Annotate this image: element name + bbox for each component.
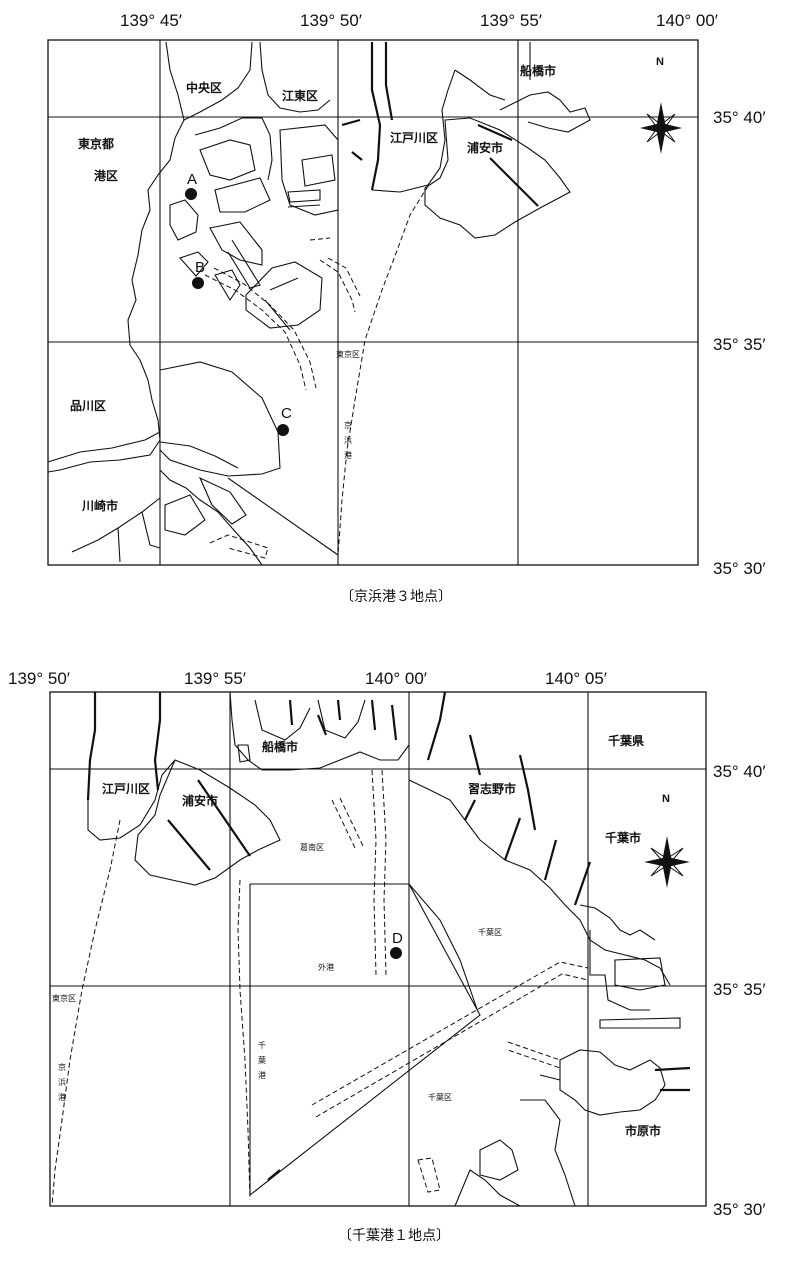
caption-chiba: 〔千葉港１地点〕 xyxy=(338,1228,450,1244)
keihin-label-kei: 京 xyxy=(58,1062,66,1072)
port-label-hin: 浜 xyxy=(344,435,352,445)
zone-chiba-2: 千葉区 xyxy=(428,1092,452,1102)
zone-tokyo: 東京区 xyxy=(336,349,360,359)
zone-outer-harbor: 外港 xyxy=(318,962,334,972)
port-label-kou: 港 xyxy=(344,450,352,460)
map-frame xyxy=(49,691,707,1207)
lat-label-2: 35° 35′ xyxy=(713,335,766,354)
sampling-point-a xyxy=(185,188,197,200)
sampling-point-d xyxy=(390,947,402,959)
north-arrow-icon: N xyxy=(644,793,690,888)
place-edogawa: 江戸川区 xyxy=(390,130,438,145)
keihin-label-hin: 浜 xyxy=(58,1077,66,1087)
point-label-a: A xyxy=(187,171,197,188)
port-label-kei: 京 xyxy=(344,420,352,430)
place-urayasu: 浦安市 xyxy=(182,793,218,808)
svg-text:N: N xyxy=(662,793,670,805)
coastline xyxy=(47,41,591,566)
chiba-port-label-ba: 葉 xyxy=(258,1055,266,1065)
place-ichihara: 市原市 xyxy=(625,1123,661,1138)
lat-label-3: 35° 30′ xyxy=(713,1200,766,1219)
map-frame xyxy=(47,39,699,566)
keihin-map: 139° 45′ 139° 50′ 139° 55′ 140° 00′ 35° … xyxy=(47,11,766,605)
place-chiba-city: 千葉市 xyxy=(605,830,641,845)
chiba-port-label-kou: 港 xyxy=(258,1070,266,1080)
keihin-label-kou: 港 xyxy=(58,1092,66,1102)
lat-label-1: 35° 40′ xyxy=(713,108,766,127)
point-label-c: C xyxy=(281,405,292,422)
lon-label-4: 140° 00′ xyxy=(656,11,718,30)
place-urayasu: 浦安市 xyxy=(467,140,503,155)
place-chiba-pref: 千葉県 xyxy=(608,733,644,748)
lon-label-1: 139° 45′ xyxy=(120,11,182,30)
zone-katsunan: 葛南区 xyxy=(300,842,324,852)
lon-label-1: 139° 50′ xyxy=(8,669,70,688)
harbour-limits xyxy=(204,185,429,559)
lon-label-3: 139° 55′ xyxy=(480,11,542,30)
svg-text:N: N xyxy=(656,56,664,68)
place-koto: 江東区 xyxy=(282,88,318,103)
zone-boundaries xyxy=(51,769,589,1207)
lon-label-2: 139° 55′ xyxy=(184,669,246,688)
chiba-map: 139° 50′ 139° 55′ 140° 00′ 140° 05′ 35° … xyxy=(8,669,766,1244)
caption-keihin: 〔京浜港３地点〕 xyxy=(340,589,452,605)
coastline xyxy=(86,691,691,1207)
zone-tokyo: 東京区 xyxy=(52,993,76,1003)
graticule xyxy=(50,692,706,1206)
point-label-d: D xyxy=(392,930,403,947)
place-edogawa: 江戸川区 xyxy=(102,781,150,796)
place-chuo: 中央区 xyxy=(186,80,222,95)
lat-label-2: 35° 35′ xyxy=(713,980,766,999)
place-minato: 港区 xyxy=(94,168,118,183)
place-funabashi: 船橋市 xyxy=(520,63,556,78)
place-funabashi: 船橋市 xyxy=(262,739,298,754)
zone-chiba-1: 千葉区 xyxy=(478,927,502,937)
graticule xyxy=(48,40,698,565)
place-kawasaki: 川崎市 xyxy=(81,498,118,513)
sampling-point-b xyxy=(192,277,204,289)
place-narashino: 習志野市 xyxy=(468,781,516,796)
chiba-port-label-chi: 千 xyxy=(258,1040,266,1050)
point-label-b: B xyxy=(195,259,205,276)
lat-label-1: 35° 40′ xyxy=(713,762,766,781)
place-tokyo: 東京都 xyxy=(78,136,114,151)
sampling-point-c xyxy=(277,424,289,436)
north-arrow-icon: N xyxy=(640,56,682,154)
lon-label-3: 140° 00′ xyxy=(365,669,427,688)
place-shinagawa: 品川区 xyxy=(70,399,106,413)
lon-label-4: 140° 05′ xyxy=(545,669,607,688)
lat-label-3: 35° 30′ xyxy=(713,559,766,578)
lon-label-2: 139° 50′ xyxy=(300,11,362,30)
